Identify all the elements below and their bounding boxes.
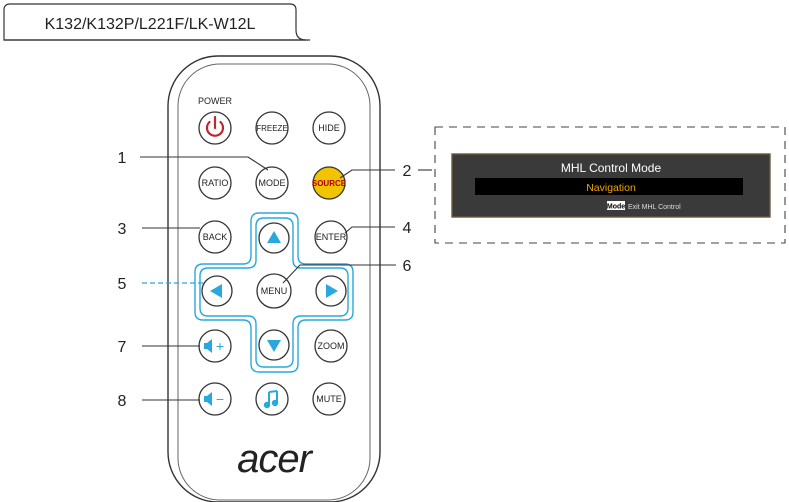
model-tab: K132/K132P/L221F/LK-W12L xyxy=(3,3,310,41)
acer-logo: acer xyxy=(237,437,313,481)
volume-down-button[interactable]: − xyxy=(198,382,232,416)
menu-button[interactable]: MENU xyxy=(256,273,292,309)
speaker-icon xyxy=(204,392,212,406)
callout-numbers: 1 2 3 4 5 6 7 8 xyxy=(118,150,412,410)
mode-button[interactable]: MODE xyxy=(255,166,289,200)
mute-button[interactable]: MUTE xyxy=(312,382,346,416)
down-button[interactable] xyxy=(258,329,290,361)
music-note-icon xyxy=(263,390,279,409)
source-button[interactable]: SOURCE xyxy=(312,166,347,200)
power-button[interactable]: POWER xyxy=(198,96,233,145)
osd-key-badge: Mode xyxy=(607,204,625,211)
freeze-button[interactable]: FREEZE xyxy=(255,111,289,145)
osd-hint: Exit MHL Control xyxy=(628,204,681,211)
volume-down-label: − xyxy=(216,391,224,407)
volume-up-button[interactable]: + xyxy=(198,329,232,363)
hide-label: HIDE xyxy=(318,123,340,133)
callout-4: 4 xyxy=(403,220,412,237)
left-button[interactable] xyxy=(201,275,233,307)
up-arrow-icon xyxy=(267,231,281,243)
mode-label: MODE xyxy=(259,178,286,188)
callout-leaders xyxy=(140,156,432,401)
source-label: SOURCE xyxy=(312,179,347,188)
callout-7: 7 xyxy=(118,339,127,356)
speaker-icon xyxy=(204,339,212,353)
power-icon xyxy=(205,115,225,137)
power-label: POWER xyxy=(198,96,233,106)
ratio-label: RATIO xyxy=(202,178,229,188)
osd-selected-item[interactable]: Navigation xyxy=(586,182,636,194)
model-tab-label: K132/K132P/L221F/LK-W12L xyxy=(45,16,256,33)
osd-selection-bar xyxy=(475,178,743,195)
osd-title: MHL Control Mode xyxy=(561,161,662,175)
up-button[interactable] xyxy=(258,222,290,254)
back-label: BACK xyxy=(203,232,228,242)
callout-1: 1 xyxy=(118,150,127,167)
right-arrow-icon xyxy=(326,284,338,298)
osd-panel: MHL Control Mode Navigation Mode Exit MH… xyxy=(451,153,771,218)
volume-up-label: + xyxy=(216,338,224,354)
hide-button[interactable]: HIDE xyxy=(312,111,346,145)
back-button[interactable]: BACK xyxy=(198,220,232,254)
mute-label: MUTE xyxy=(316,394,342,404)
zoom-button[interactable]: ZOOM xyxy=(314,329,348,363)
enter-label: ENTER xyxy=(316,232,347,242)
osd-key-badge-bg xyxy=(607,201,625,210)
left-arrow-icon xyxy=(210,284,222,298)
media-button[interactable] xyxy=(255,382,289,416)
enter-button[interactable]: ENTER xyxy=(314,220,348,254)
right-button[interactable] xyxy=(315,275,347,307)
zoom-label: ZOOM xyxy=(318,341,345,351)
osd-frame xyxy=(434,126,786,244)
ratio-button[interactable]: RATIO xyxy=(198,166,232,200)
callout-5: 5 xyxy=(118,276,127,293)
down-arrow-icon xyxy=(267,340,281,352)
callout-2: 2 xyxy=(403,163,412,180)
menu-label: MENU xyxy=(261,286,288,296)
freeze-label: FREEZE xyxy=(256,124,288,133)
dpad-outline xyxy=(194,212,354,373)
callout-8: 8 xyxy=(118,393,127,410)
callout-6: 6 xyxy=(403,258,412,275)
callout-3: 3 xyxy=(118,221,127,238)
